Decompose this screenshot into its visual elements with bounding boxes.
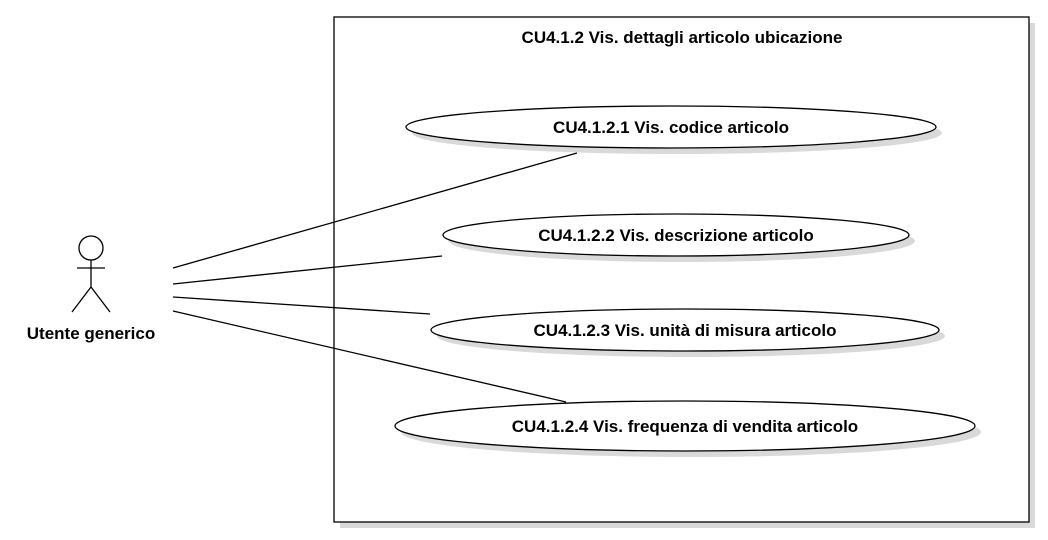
- use-case-4[interactable]: CU4.1.2.4 Vis. frequenza di vendita arti…: [394, 400, 981, 457]
- associations: [172, 152, 578, 403]
- association-line-1: [172, 152, 578, 269]
- association-line-4: [172, 310, 567, 403]
- use-case-1-label: CU4.1.2.1 Vis. codice articolo: [553, 118, 789, 137]
- use-case-4-label: CU4.1.2.4 Vis. frequenza di vendita arti…: [512, 417, 858, 436]
- association-line-2: [172, 255, 443, 285]
- system-title: CU4.1.2 Vis. dettagli articolo ubicazion…: [522, 28, 843, 47]
- use-case-2[interactable]: CU4.1.2.2 Vis. descrizione articolo: [442, 213, 915, 262]
- actor-name: Utente generico: [27, 324, 155, 343]
- use-case-1[interactable]: CU4.1.2.1 Vis. codice articolo: [405, 105, 942, 154]
- actor[interactable]: [71, 235, 111, 313]
- use-case-3-label: CU4.1.2.3 Vis. unità di misura articolo: [534, 321, 837, 340]
- actor-head: [78, 235, 104, 261]
- use-case-2-label: CU4.1.2.2 Vis. descrizione articolo: [538, 226, 814, 245]
- use-case-3[interactable]: CU4.1.2.3 Vis. unità di misura articolo: [430, 308, 945, 357]
- association-line-3: [172, 296, 431, 315]
